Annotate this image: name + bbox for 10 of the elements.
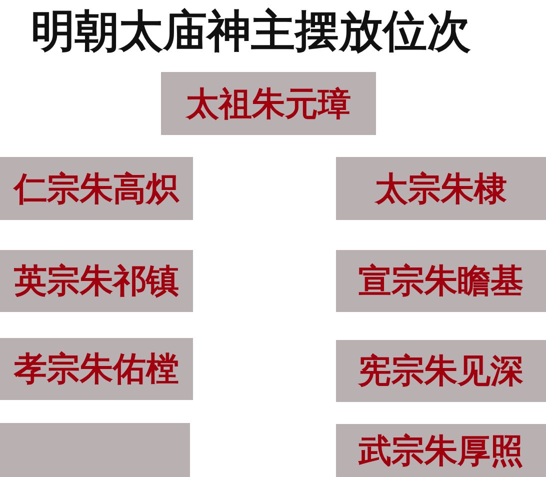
name-box: 太祖朱元璋	[161, 72, 376, 135]
name-box: 宪宗朱见深	[336, 340, 546, 402]
name-box: 武宗朱厚照	[336, 424, 546, 477]
name-box: 太宗朱棣	[336, 157, 546, 220]
name-box: 仁宗朱高炽	[0, 157, 193, 220]
name-box: 宣宗朱瞻基	[336, 250, 546, 312]
title: 明朝太庙神主摆放位次	[31, 6, 471, 58]
name-box: 孝宗朱佑樘	[0, 338, 193, 400]
name-box: 英宗朱祁镇	[0, 250, 193, 312]
empty-box	[0, 423, 190, 477]
